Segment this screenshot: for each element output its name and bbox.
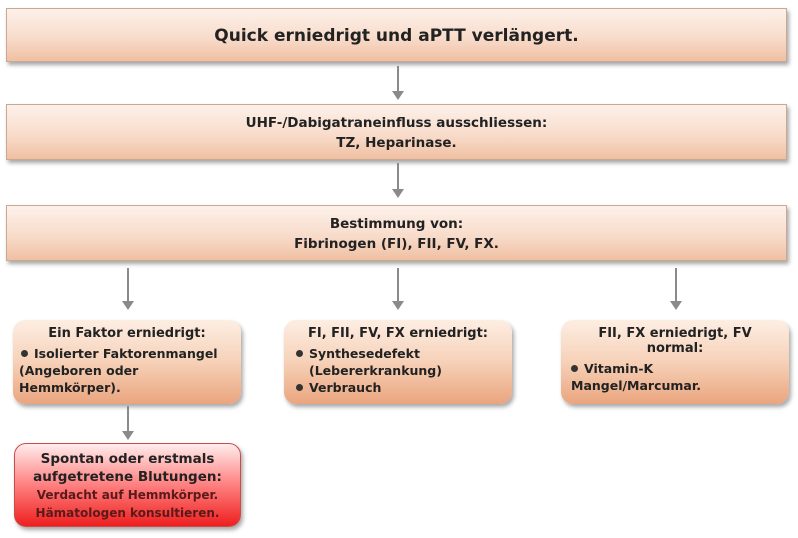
middle-box: FI, FII, FV, FX erniedrigt: Synthesedefe…: [284, 320, 512, 404]
left-box-title: Ein Faktor erniedrigt:: [48, 326, 206, 341]
alert-line-4: Hämatologen konsultieren.: [35, 506, 220, 520]
bullet-icon: [21, 350, 28, 357]
top-box-text: Quick erniedrigt und aPTT verlängert.: [214, 26, 579, 46]
second-box: UHF-/Dabigatraneinfluss ausschliessen: T…: [6, 104, 787, 160]
bullet-icon: [571, 365, 578, 372]
top-box: Quick erniedrigt und aPTT verlängert.: [6, 8, 787, 62]
arrow-middle: [392, 268, 404, 310]
arrow-left: [122, 268, 134, 310]
middle-box-item: (Lebererkrankung): [309, 363, 442, 378]
left-box: Ein Faktor erniedrigt: Isolierter Faktor…: [13, 320, 241, 404]
alert-box: Spontan oder erstmals aufgetretene Blutu…: [14, 443, 241, 527]
left-box-item: Isolierter Faktorenmangel: [21, 345, 233, 362]
bullet-icon: [296, 384, 303, 391]
second-box-title: UHF-/Dabigatraneinfluss ausschliessen:: [245, 115, 548, 131]
left-box-item: (Angeboren oder Hemmkörper).: [19, 363, 139, 395]
right-box-item: Vitamin-K Mangel/Marcumar.: [571, 361, 701, 393]
third-box: Bestimmung von: Fibrinogen (FI), FII, FV…: [6, 205, 787, 261]
arrow-1: [392, 66, 404, 100]
arrow-bottom: [122, 406, 134, 440]
right-box-title: FII, FX erniedrigt, FV normal:: [598, 326, 752, 356]
right-box: FII, FX erniedrigt, FV normal: Vitamin-K…: [561, 320, 789, 404]
arrow-2: [392, 163, 404, 199]
middle-box-item: Synthesedefekt: [296, 345, 500, 362]
arrow-right: [670, 268, 682, 310]
middle-box-title: FI, FII, FV, FX erniedrigt:: [307, 326, 488, 341]
second-box-subtitle: TZ, Heparinase.: [336, 135, 457, 151]
third-box-subtitle: Fibrinogen (FI), FII, FV, FX.: [294, 236, 499, 252]
bullet-icon: [296, 350, 303, 357]
alert-line-2: aufgetretene Blutungen:: [33, 469, 222, 485]
alert-line-3: Verdacht auf Hemmkörper.: [36, 488, 219, 502]
third-box-title: Bestimmung von:: [329, 216, 464, 232]
middle-box-item: Verbrauch: [296, 379, 500, 396]
alert-line-1: Spontan oder erstmals: [40, 451, 215, 467]
